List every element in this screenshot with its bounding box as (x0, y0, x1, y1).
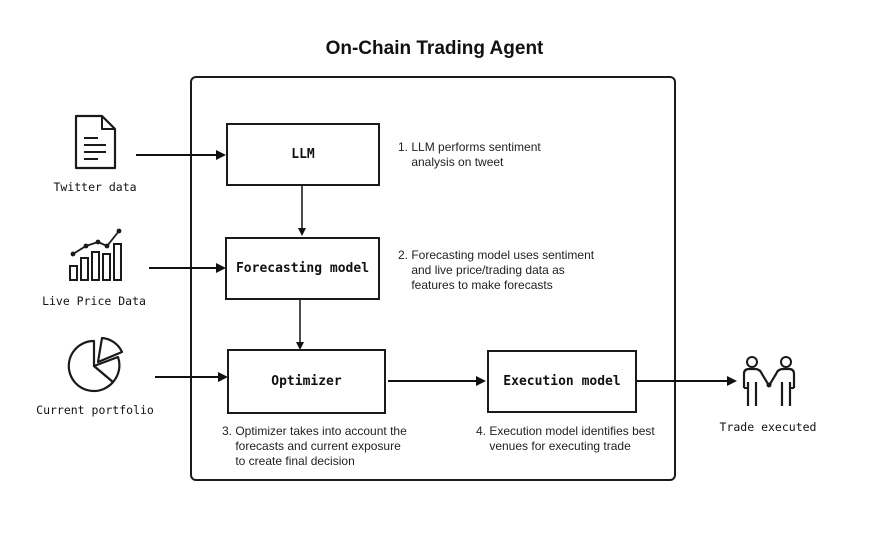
step3-note: 3. Optimizer takes into account the fore… (222, 424, 407, 468)
handshake-icon (742, 356, 796, 406)
forecasting-box: Forecasting model (225, 237, 380, 300)
step2-note: 2. Forecasting model uses sentiment and … (398, 248, 595, 292)
execution-label: Execution model (503, 374, 621, 389)
current-portfolio-label: Current portfolio (36, 403, 154, 417)
llm-label: LLM (291, 147, 315, 162)
optimizer-box: Optimizer (227, 349, 386, 414)
pie-chart-icon (67, 336, 124, 393)
agent-frame (190, 76, 676, 481)
forecasting-label: Forecasting model (235, 261, 370, 276)
optimizer-label: Optimizer (271, 374, 342, 389)
trade-executed-label: Trade executed (719, 420, 817, 434)
live-price-data-label: Live Price Data (42, 294, 146, 308)
execution-box: Execution model (487, 350, 637, 413)
diagram-title: On-Chain Trading Agent (325, 38, 544, 59)
llm-box: LLM (226, 123, 380, 186)
step4-note: 4. Execution model identifies best venue… (476, 424, 655, 453)
step1-note: 1. LLM performs sentiment analysis on tw… (398, 140, 541, 169)
document-icon (74, 114, 117, 170)
bar-chart-icon (69, 228, 122, 281)
twitter-data-label: Twitter data (53, 180, 137, 194)
